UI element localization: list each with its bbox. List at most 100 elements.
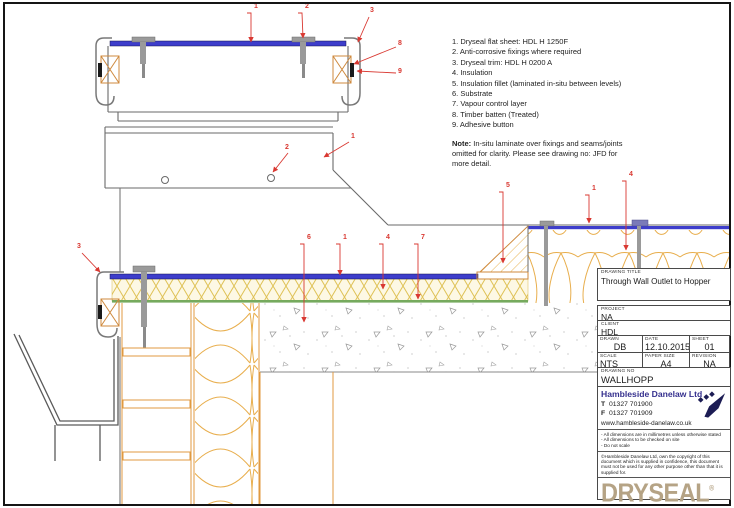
drawing-title-label: DRAWING TITLE xyxy=(601,270,641,275)
drawing-title-value: Through Wall Outlet to Hopper xyxy=(601,277,711,286)
company-name: Hambleside Danelaw Ltd xyxy=(601,389,703,399)
callout-number: 4 xyxy=(629,171,633,178)
callout-number: 1 xyxy=(592,185,596,192)
vapour-control-layer xyxy=(112,300,528,303)
adhesive-button-right xyxy=(350,63,354,77)
legend-item: 5. Insulation fillet (laminated in-situ … xyxy=(452,78,622,88)
sheet-value: 01 xyxy=(704,342,715,352)
callout-leader xyxy=(379,243,386,290)
callout-number: 1 xyxy=(343,234,347,241)
company-website: www.hambleside-danelaw.co.uk xyxy=(601,419,692,427)
insulation-fillet xyxy=(478,224,529,273)
hopper xyxy=(13,333,119,461)
divider xyxy=(598,429,730,431)
legend-item: 3. Dryseal trim: HDL H 0200 A xyxy=(452,57,553,67)
callout-number: 7 xyxy=(421,234,425,241)
flat-sheet-top xyxy=(109,40,347,47)
callout-number: 4 xyxy=(386,234,390,241)
flat-sheet-roof xyxy=(109,273,479,280)
callout-number: 3 xyxy=(370,7,374,14)
drawing-title-box: DRAWING TITLE Through Wall Outlet to Hop… xyxy=(597,268,731,301)
callout-leader xyxy=(353,46,397,65)
fascia-and-slope-lines xyxy=(104,126,729,226)
callout-leader xyxy=(272,152,289,173)
trim-left-top xyxy=(95,37,115,106)
callout-number: 8 xyxy=(398,40,402,47)
fixing-hole-1 xyxy=(161,176,169,184)
callout-leader xyxy=(414,243,421,300)
callout-number: 5 xyxy=(506,182,510,189)
fixing-top-1 xyxy=(131,36,156,78)
date-value: 12.10.2015 xyxy=(645,342,691,352)
trim-right-top xyxy=(341,37,361,106)
client-label: CLIENT xyxy=(601,322,620,327)
paper-size-label: PAPER SIZE xyxy=(645,354,675,359)
scale-label: SCALE xyxy=(600,354,617,359)
drawing-no-value: WALLHOPP xyxy=(601,375,654,386)
project-box: PROJECT NA xyxy=(597,305,731,322)
timber-batten-left xyxy=(100,55,120,84)
scale-value: NTS xyxy=(600,359,618,369)
wall-insulation-top xyxy=(528,230,729,268)
disclaimer-line: - All dimensions are in millimetres unle… xyxy=(601,431,721,437)
drawn-cell: DRAWN DB xyxy=(597,335,643,353)
callout-leader xyxy=(585,194,592,224)
note-text: In-situ laminate over fixings and seams/… xyxy=(452,139,623,169)
scale-cell: SCALE NTS xyxy=(597,352,643,369)
dryseal-wordmark: DRYSEAL® xyxy=(601,479,715,508)
callout-leader xyxy=(298,12,306,39)
substrate-concrete xyxy=(260,303,597,372)
cavity-boundaries xyxy=(193,303,334,504)
callout-number: 1 xyxy=(254,3,258,10)
sheet-cell: SHEET 01 xyxy=(689,335,730,353)
legend-item: 2. Anti-corrosive fixings where required xyxy=(452,47,582,57)
callout-number: 6 xyxy=(307,234,311,241)
legend-item: 4. Insulation xyxy=(452,68,493,78)
outer-leaf-lines xyxy=(121,303,192,504)
wall-capping-sheet xyxy=(528,226,729,230)
divider xyxy=(598,477,730,479)
callout-number: 1 xyxy=(351,133,355,140)
top-capping-assembly xyxy=(95,36,729,272)
client-box: CLIENT HDL xyxy=(597,320,731,337)
divider xyxy=(598,451,730,453)
note-block: Note: In-situ laminate over fixings and … xyxy=(452,139,624,170)
callout-leader xyxy=(622,180,629,251)
disclaimer-line: - All dimensions to be checked on site xyxy=(601,437,680,443)
drawn-label: DRAWN xyxy=(600,337,619,342)
paper-size-value: A4 xyxy=(660,359,672,369)
drawn-value: DB xyxy=(613,342,627,352)
fillet-base-strip xyxy=(476,271,529,280)
callout-leader xyxy=(356,68,397,74)
callout-leader xyxy=(499,191,506,264)
company-logo-icon xyxy=(697,391,726,418)
callout-leader xyxy=(247,12,254,43)
legend-item: 6. Substrate xyxy=(452,89,493,99)
wall-insulation-sliver xyxy=(528,268,597,303)
callout-number: 2 xyxy=(285,144,289,151)
callout-leader xyxy=(323,141,350,158)
roof-insulation-layer xyxy=(111,278,529,302)
project-value: NA xyxy=(601,312,613,322)
cavity-insulation xyxy=(195,303,258,504)
paper-cell: PAPER SIZE A4 xyxy=(642,352,690,369)
trim-left-roof-edge xyxy=(96,271,124,338)
copyright-text: ©Hambleside Danelaw Ltd, own the copyrig… xyxy=(601,453,723,475)
date-cell: DATE 12.10.2015 xyxy=(642,335,690,353)
adhesive-button-left xyxy=(98,63,102,77)
fixing-roof xyxy=(132,265,156,349)
date-label: DATE xyxy=(645,337,659,342)
revision-value: NA xyxy=(703,359,716,369)
project-label: PROJECT xyxy=(601,307,625,312)
callout-number: 2 xyxy=(305,3,309,10)
revision-cell: REVISION NA xyxy=(689,352,730,369)
drawing-no-box: DRAWING NO WALLHOPP xyxy=(597,367,731,387)
note-label: Note: xyxy=(452,139,472,148)
callout-leader xyxy=(81,252,101,273)
disclaimer-list: - All dimensions are in millimetres unle… xyxy=(601,432,727,449)
title-block: DRAWING TITLE Through Wall Outlet to Hop… xyxy=(597,268,731,508)
callout-number: 9 xyxy=(398,68,402,75)
legend-item: 7. Vapour control layer xyxy=(452,99,527,109)
